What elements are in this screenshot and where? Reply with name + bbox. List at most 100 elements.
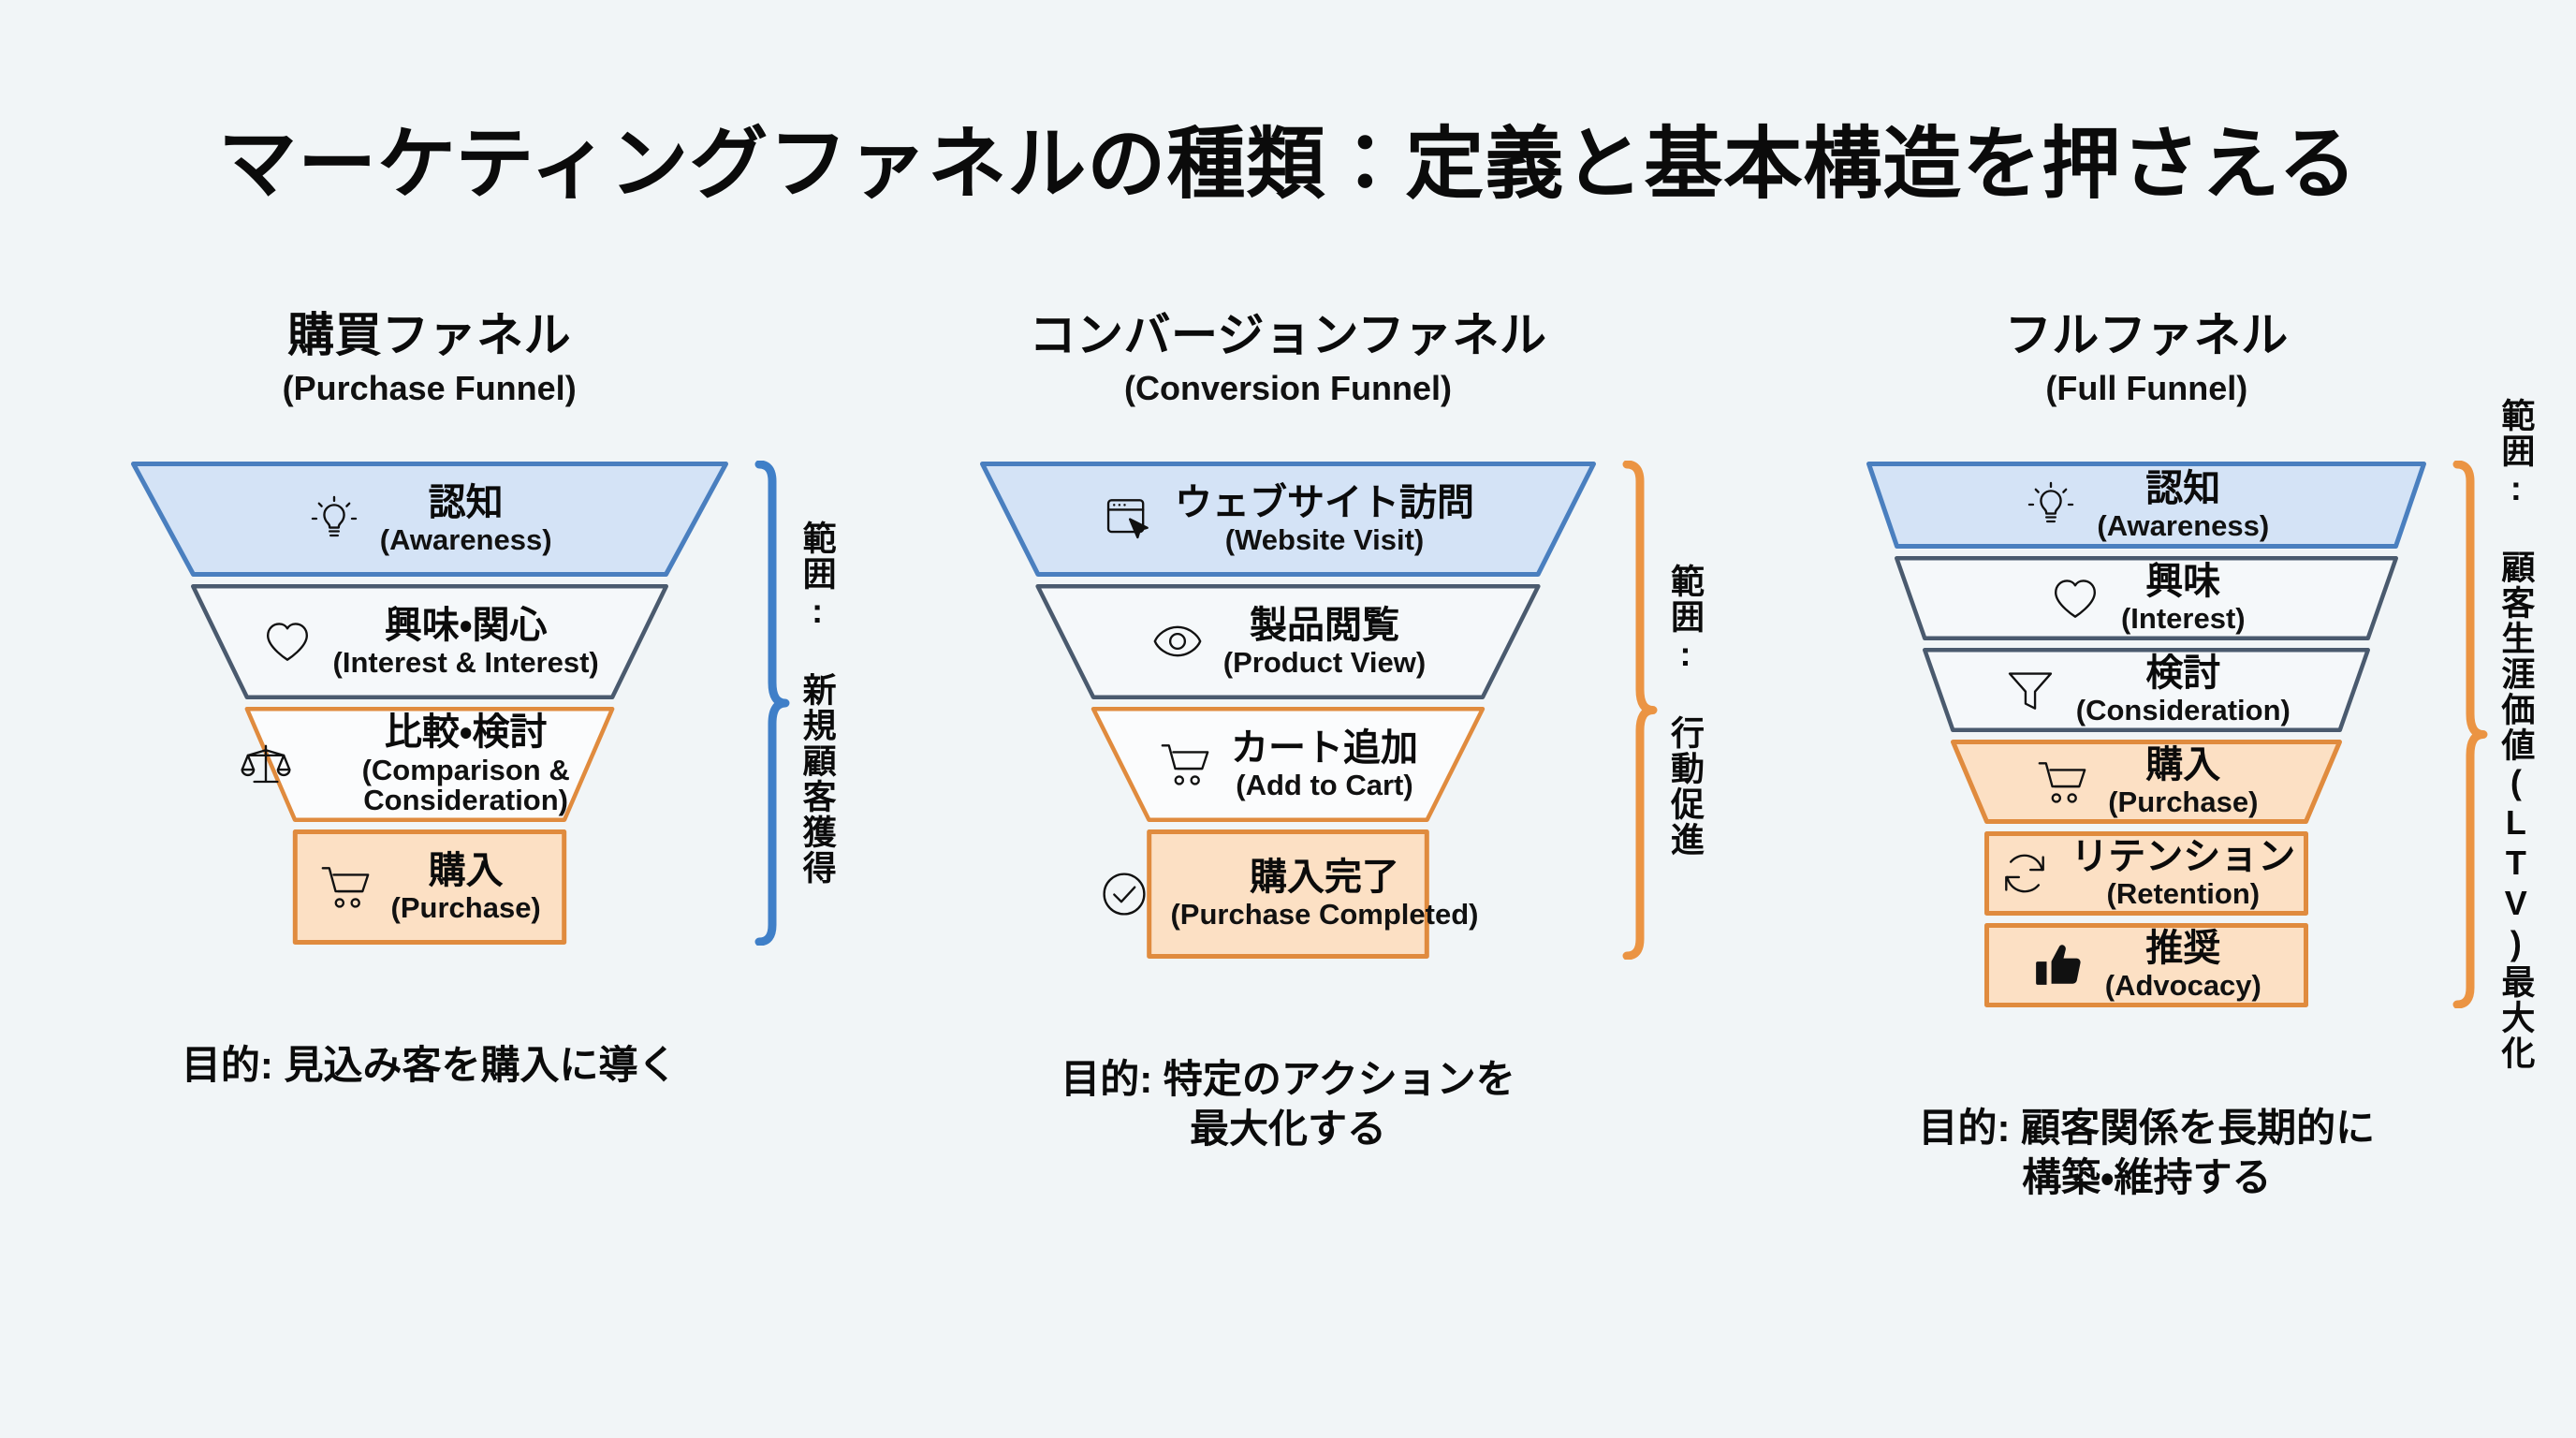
funnel-column-1: 購買ファネル (Purchase Funnel) 認知(Awareness) 興味…: [0, 309, 858, 1386]
heart-icon: [260, 614, 315, 668]
funnel-stage[interactable]: 検討(Consideration): [1866, 647, 2427, 733]
cart-icon: [2035, 755, 2089, 809]
stage-content: 興味(Interest): [1866, 561, 2427, 635]
column-title-jp: 購買ファネル: [287, 309, 572, 361]
eye-icon: [1150, 614, 1205, 668]
stage-shape: [130, 706, 729, 823]
stage-label-en: (Website Visit): [1224, 522, 1425, 556]
funnel-column-3: フルファネル (Full Funnel) 認知(Awareness) 興味(Int…: [1718, 309, 2576, 1386]
stage-label-en: (Consideration): [2075, 694, 2291, 727]
stage-label-jp: 認知: [428, 481, 504, 523]
stage-shape: [130, 461, 729, 578]
column-header: 購買ファネル (Purchase Funnel): [0, 309, 858, 408]
purpose-line: 構築・維持する: [2022, 1154, 2272, 1199]
scope-label: 範囲: 新規顧客獲得: [798, 521, 837, 886]
thumbs-up-icon: [2032, 938, 2086, 992]
stage-shape: [1866, 739, 2427, 825]
stage-label-en: (Awareness): [379, 522, 552, 556]
funnel-stage[interactable]: 製品閲覧(Product View): [979, 583, 1597, 700]
column-header: コンバージョンファネル (Conversion Funnel): [858, 309, 1717, 408]
stage-label-jp: ウェブサイト訪問: [1174, 481, 1474, 523]
stage-content: リテンション(Retention): [1866, 836, 2427, 911]
stage-label-jp: 興味・関心: [384, 604, 548, 646]
purpose-text: 目的: 特定のアクションを最大化する: [858, 1055, 1717, 1154]
stage-label-jp: カート追加: [1230, 726, 1418, 769]
stage-label-en: (Advocacy): [2104, 969, 2261, 1003]
stage-shape: [979, 829, 1597, 960]
page-title: マーケティングファネルの種類：定義と基本構造を押さえる: [218, 120, 2358, 208]
scope-label: 範囲: 行動促進: [1665, 563, 1705, 858]
heart-icon: [2048, 571, 2102, 625]
stage-label-group: 購入(Purchase): [390, 849, 541, 924]
funnel-stage[interactable]: 比較・検討(Comparison & Consideration): [130, 706, 729, 823]
funnel-stage[interactable]: リテンション(Retention): [1866, 830, 2427, 917]
funnel-stage[interactable]: 興味(Interest): [1866, 555, 2427, 641]
stage-label-group: 購入(Purchase): [2108, 744, 2258, 818]
stage-label-jp: 購入: [2145, 744, 2221, 786]
column-title-en: (Conversion Funnel): [1123, 369, 1452, 407]
column-title-en: (Purchase Funnel): [282, 369, 577, 407]
browser-cursor-icon: [1102, 492, 1156, 546]
funnel-stage[interactable]: 購入完了(Purchase Completed): [979, 829, 1597, 960]
funnel-stage[interactable]: 購入(Purchase): [1866, 739, 2427, 825]
stage-label-jp: 購入完了: [1249, 857, 1399, 899]
stage-label-group: カート追加(Add to Cart): [1230, 726, 1418, 801]
stage-shape: [979, 706, 1597, 823]
scope-annotation: 範囲: 行動促進: [1621, 461, 1705, 960]
column-title-en: (Full Funnel): [2045, 369, 2248, 407]
purpose-line: 目的: 見込み客を購入に導く: [181, 1043, 678, 1087]
stage-label-en: (Purchase Completed): [1170, 898, 1479, 932]
stage-content: 購入完了(Purchase Completed): [979, 857, 1597, 932]
stage-content: 比較・検討(Comparison & Consideration): [130, 712, 729, 815]
column-title-jp: コンバージョンファネル: [1029, 309, 1547, 361]
purpose-text: 目的: 顧客関係を長期的に構築・維持する: [1718, 1104, 2576, 1203]
stage-label-jp: 購入: [428, 849, 504, 891]
stage-shape: [979, 583, 1597, 700]
stage-label-en: (Purchase): [390, 890, 541, 924]
funnel-stage[interactable]: 興味・関心(Interest & Interest): [130, 583, 729, 700]
stage-label-group: 認知(Awareness): [379, 481, 552, 556]
funnel-stage[interactable]: カート追加(Add to Cart): [979, 706, 1597, 823]
stage-content: 推奨(Advocacy): [1866, 928, 2427, 1003]
scope-label: 範囲: 顧客生涯価値(LTV)最大化: [2496, 398, 2536, 1071]
funnel-stage[interactable]: 認知(Awareness): [130, 461, 729, 578]
stage-shape: [1866, 461, 2427, 550]
stage-content: 購入(Purchase): [130, 849, 729, 924]
purpose-line: 目的: 顧客関係を長期的に: [1918, 1106, 2376, 1150]
stage-shape: [979, 461, 1597, 578]
stage-shape: [1866, 555, 2427, 641]
stage-label-group: 推奨(Advocacy): [2104, 928, 2261, 1003]
stage-content: 興味・関心(Interest & Interest): [130, 604, 729, 679]
stage-label-en: (Add to Cart): [1236, 768, 1413, 801]
funnel-icon: [2003, 663, 2057, 717]
stage-label-jp: 比較・検討: [384, 712, 548, 754]
funnel-stage[interactable]: 購入(Purchase): [130, 829, 729, 946]
funnel-stage[interactable]: ウェブサイト訪問(Website Visit): [979, 461, 1597, 578]
stage-label-group: ウェブサイト訪問(Website Visit): [1174, 481, 1474, 556]
funnel-stage[interactable]: 認知(Awareness): [1866, 461, 2427, 550]
stage-label-group: リテンション(Retention): [2071, 836, 2295, 911]
curly-brace-icon: [2452, 461, 2489, 1008]
stage-shape: [130, 829, 729, 946]
funnel-columns: 購買ファネル (Purchase Funnel) 認知(Awareness) 興味…: [0, 309, 2576, 1386]
stage-content: 認知(Awareness): [130, 481, 729, 556]
stage-shape: [130, 583, 729, 700]
cart-icon: [318, 859, 373, 914]
funnel-stage[interactable]: 推奨(Advocacy): [1866, 922, 2427, 1008]
funnel-stack: 認知(Awareness) 興味(Interest) 検討(Considerat…: [1866, 461, 2427, 1008]
refresh-cycle-icon: [1998, 846, 2052, 901]
column-header: フルファネル (Full Funnel): [1718, 309, 2576, 408]
stage-label-en: (Comparison & Consideration): [361, 753, 570, 817]
stage-shape: [1866, 922, 2427, 1008]
stage-shape: [1866, 830, 2427, 917]
stage-label-group: 比較・検討(Comparison & Consideration): [312, 712, 621, 815]
stage-content: カート追加(Add to Cart): [979, 726, 1597, 801]
stage-label-en: (Retention): [2106, 877, 2261, 911]
column-title-jp: フルファネル: [2004, 309, 2289, 361]
stage-shape: [1866, 647, 2427, 733]
scales-icon: [239, 738, 293, 792]
stage-label-en: (Product View): [1222, 645, 1427, 679]
funnel-column-2: コンバージョンファネル(Conversion Funnel) ウェブサイト訪問(…: [858, 309, 1717, 1386]
stage-label-jp: 推奨: [2145, 928, 2221, 970]
scope-annotation: 範囲: 顧客生涯価値(LTV)最大化: [2452, 398, 2535, 1071]
